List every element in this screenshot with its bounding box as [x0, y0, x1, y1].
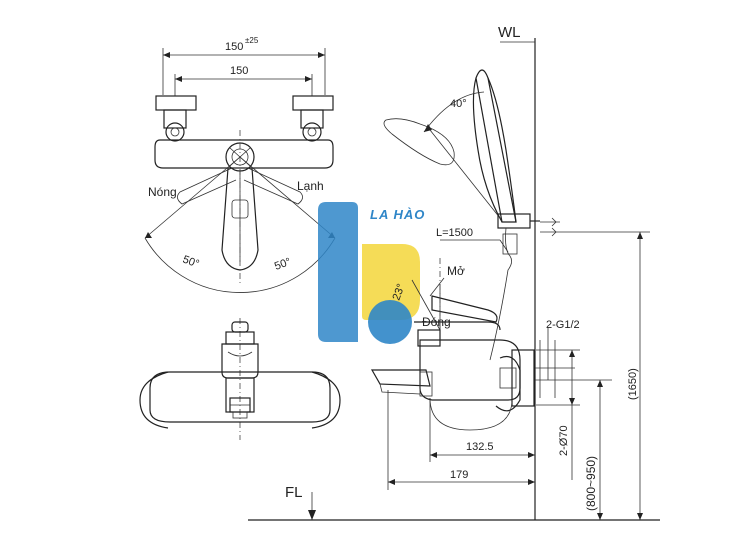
dim-total-label: 150: [225, 41, 243, 53]
watermark-blue-shape: [318, 202, 358, 342]
dim-spout-2: 179: [450, 469, 468, 481]
dim-spout-1: 132.5: [466, 441, 494, 453]
label-cold: Lạnh: [297, 179, 324, 193]
angle-right-label: 50°: [273, 256, 293, 273]
watermark-yellow-shape: [362, 244, 420, 320]
front-view: [139, 318, 341, 440]
wl-label: WL: [498, 24, 521, 41]
dim-height-range: (800~950): [584, 456, 598, 511]
lever-angle: 23°: [391, 282, 408, 302]
label-hot: Nóng: [148, 185, 177, 199]
side-view: WL FL 40° L=1500 23°: [248, 24, 660, 521]
dim-inner-label: 150: [230, 65, 248, 77]
dim-height-total: (1650): [627, 368, 639, 400]
brand-watermark: LA HÀO: [318, 202, 425, 344]
brand-text: LA HÀO: [370, 207, 425, 222]
close-label: Đóng: [422, 315, 451, 329]
connection-label: 2-G1/2: [546, 319, 580, 331]
fl-label: FL: [285, 484, 303, 501]
handshower-angle: 40°: [450, 98, 467, 110]
top-view: 150 ±25 150: [144, 36, 336, 293]
angle-left-label: 50°: [181, 254, 201, 271]
hose-length: L=1500: [436, 227, 473, 239]
dim-total-tolerance: ±25: [245, 36, 259, 45]
open-label: Mở: [447, 264, 465, 278]
dim-diameter: 2-Ø70: [558, 425, 570, 456]
watermark-blue-dot: [368, 300, 412, 344]
